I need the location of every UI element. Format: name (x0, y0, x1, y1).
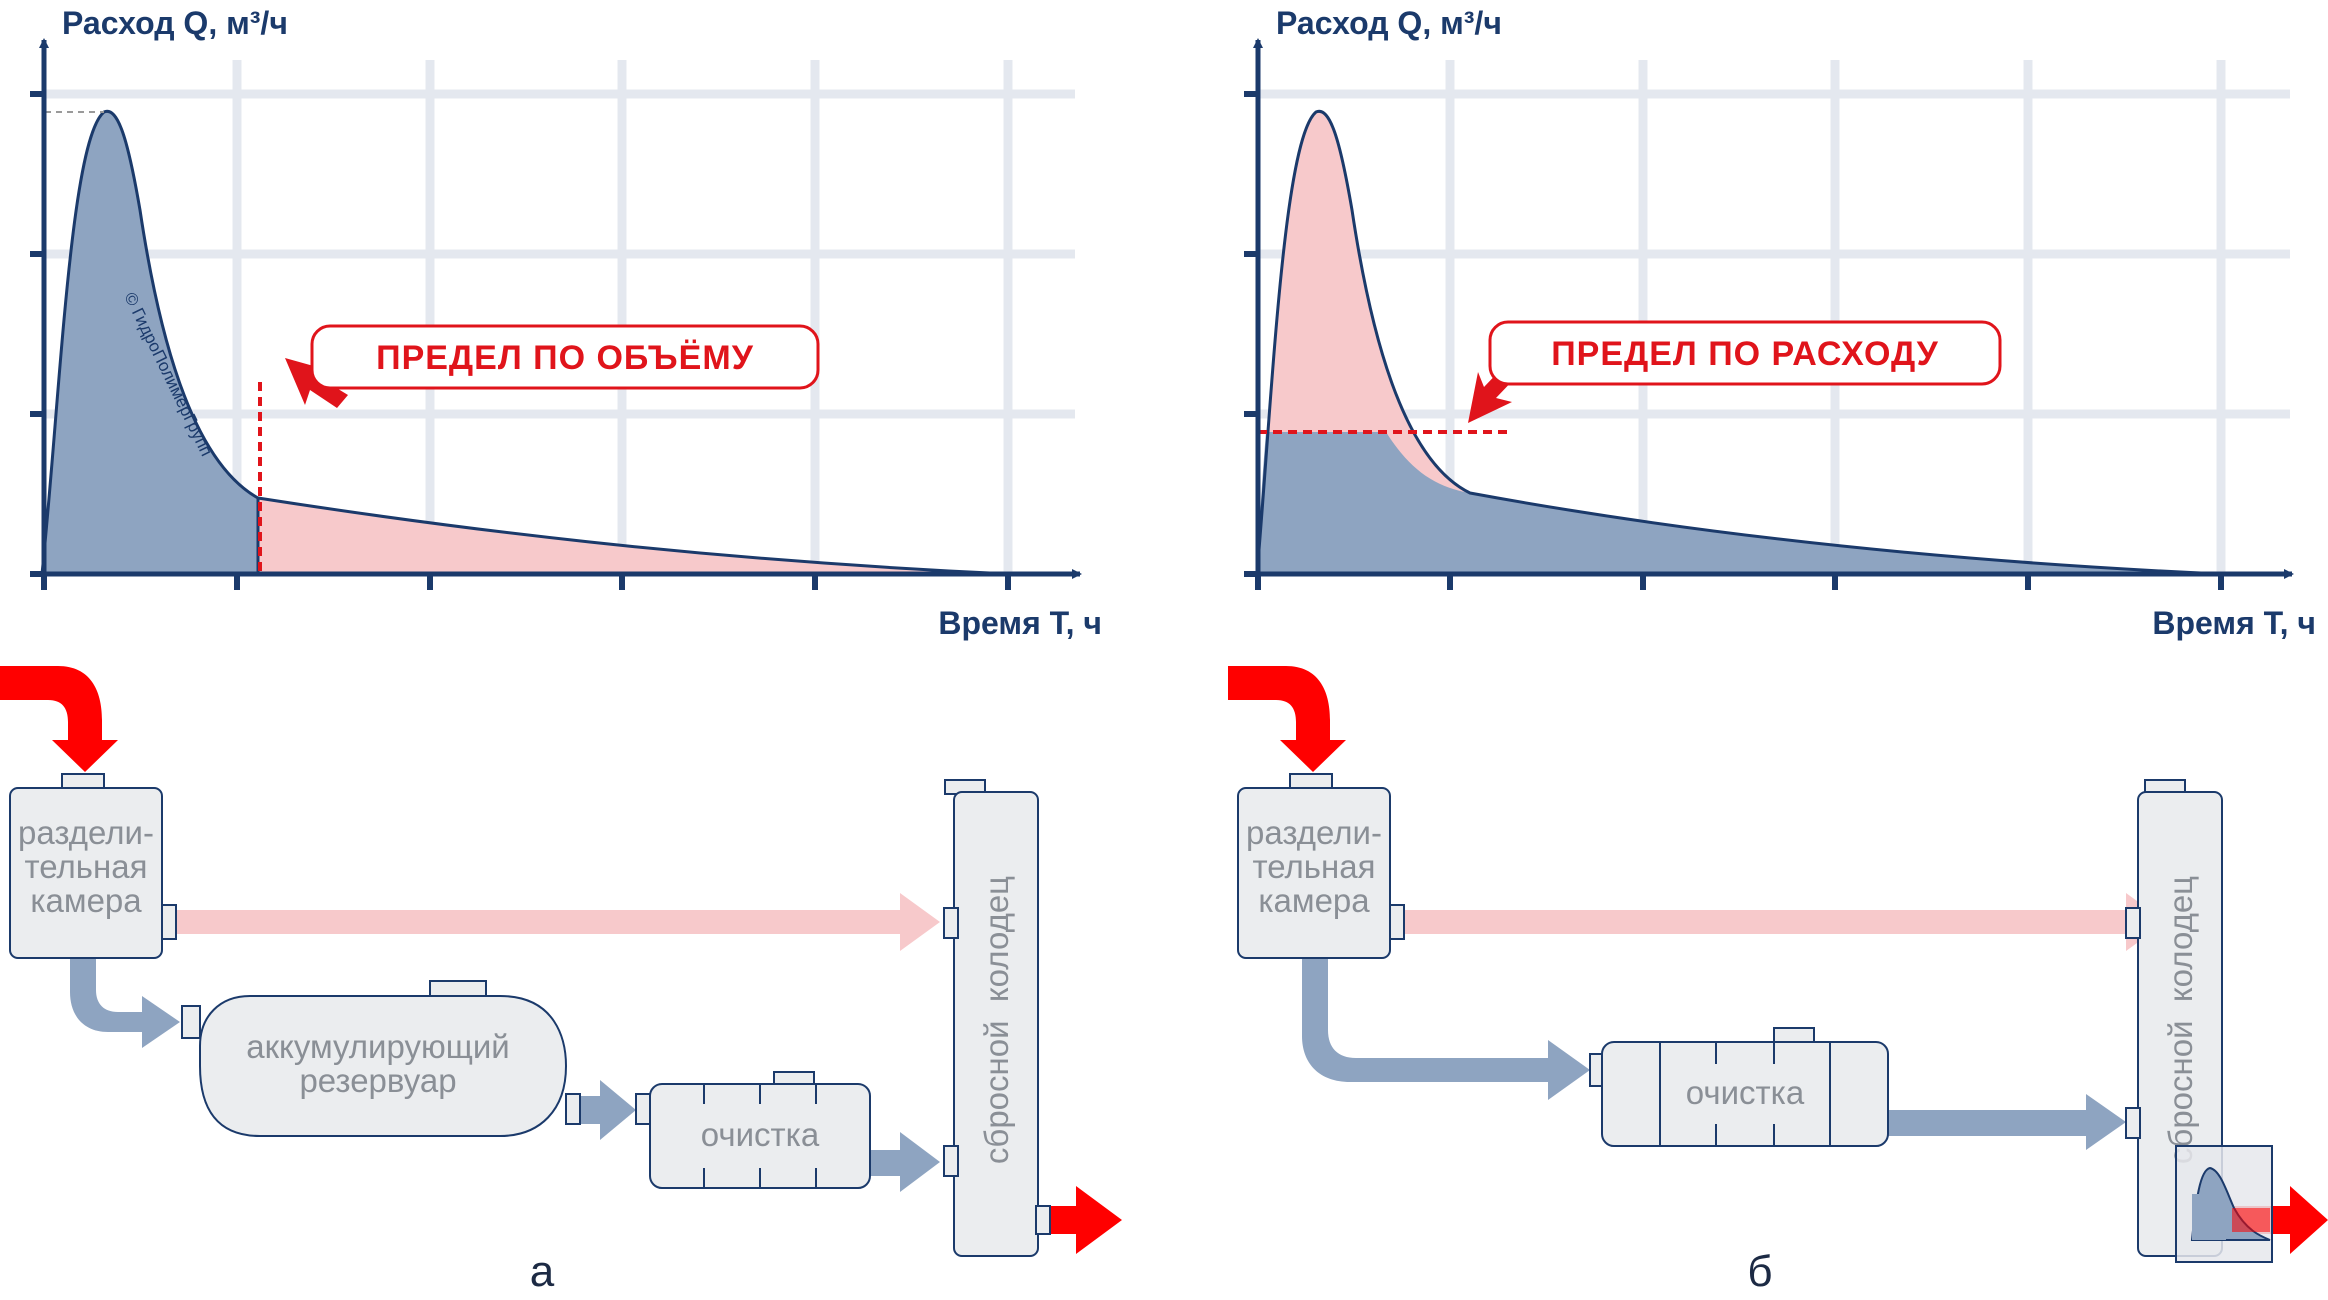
right-well-label: сбросной колодец (2162, 876, 2199, 1164)
right-flow-diagram: раздели- тельная камера очистка (1228, 666, 2328, 1263)
right-x-axis-label: Время T, ч (2152, 605, 2316, 641)
right-ticks (1244, 91, 2224, 590)
right-cleaning-unit: очистка (1589, 1027, 1889, 1147)
right-cleaning-label: очистка (1686, 1074, 1805, 1111)
left-reservoir-label-2: резервуар (299, 1062, 456, 1099)
right-inlet-arrow (1228, 666, 1346, 772)
right-bypass-arrow (1404, 893, 2166, 951)
right-curve (1255, 109, 2223, 576)
left-discharge-well: сбросной колодец (943, 779, 1051, 1257)
right-callout-text: ПРЕДЕЛ ПО РАСХОДУ (1551, 335, 1939, 373)
left-x-axis-label: Время T, ч (938, 605, 1102, 641)
left-ticks (30, 91, 1011, 590)
right-separator-label-3: камера (1258, 882, 1370, 919)
right-separator-label-2: тельная (1253, 848, 1376, 885)
left-accumulated-area (40, 109, 260, 576)
left-cleaning-unit: очистка (635, 1071, 871, 1189)
left-pipe-to-cleaning (578, 1080, 636, 1140)
left-outlet-arrow (1040, 1186, 1122, 1254)
right-panel-letter: б (1747, 1247, 1772, 1296)
left-separator-label-2: тельная (25, 848, 148, 885)
left-y-axis-label: Расход Q, м³/ч (62, 5, 288, 41)
right-callout-box (1488, 320, 2002, 386)
left-panel-letter: а (530, 1247, 555, 1296)
right-callout: ПРЕДЕЛ ПО РАСХОДУ (1468, 320, 2002, 423)
right-separator-label-1: раздели- (1246, 814, 1382, 851)
left-flow-diagram: раздели- тельная камера аккумулирующий р… (0, 666, 1122, 1257)
left-curve-tail (257, 496, 1011, 576)
right-grid (1256, 60, 2290, 574)
left-excess-area (258, 498, 1010, 574)
right-discharge-well: сбросной колодец (2125, 779, 2223, 1257)
left-bypass-arrow (176, 893, 940, 951)
right-pipe-to-cleaning (1302, 958, 1590, 1100)
right-panel: Расход Q, м³/ч Время T, ч ПРЕДЕЛ ПО РАСХ… (1228, 5, 2328, 1296)
right-separator-chamber: раздели- тельная камера (1237, 773, 1405, 959)
left-callout: ПРЕДЕЛ ПО ОБЪЁМУ (285, 324, 820, 408)
right-flow-regulator-icon (2175, 1145, 2328, 1263)
left-callout-box (310, 324, 820, 390)
left-pipe-to-reservoir (70, 958, 180, 1048)
left-separator-chamber: раздели- тельная камера (9, 773, 177, 959)
left-separator-label-3: камера (30, 882, 142, 919)
right-pipe-to-well (1888, 1094, 2126, 1150)
left-reservoir-label-1: аккумулирующий (246, 1028, 510, 1065)
left-panel: © ГидроПолимерГрупп Расход Q, м³/ч Время… (0, 5, 1122, 1296)
left-pipe-to-well (870, 1132, 940, 1192)
left-inlet-arrow (0, 666, 118, 772)
right-limited-flow-area (1257, 432, 2222, 574)
left-well-label: сбросной колодец (978, 876, 1015, 1164)
left-separator-label-1: раздели- (18, 814, 154, 851)
left-callout-text: ПРЕДЕЛ ПО ОБЪЁМУ (376, 339, 754, 377)
left-accumulating-reservoir: аккумулирующий резервуар (181, 980, 581, 1137)
left-cleaning-label: очистка (701, 1116, 820, 1153)
left-grid (42, 60, 1075, 574)
right-y-axis-label: Расход Q, м³/ч (1276, 5, 1502, 41)
